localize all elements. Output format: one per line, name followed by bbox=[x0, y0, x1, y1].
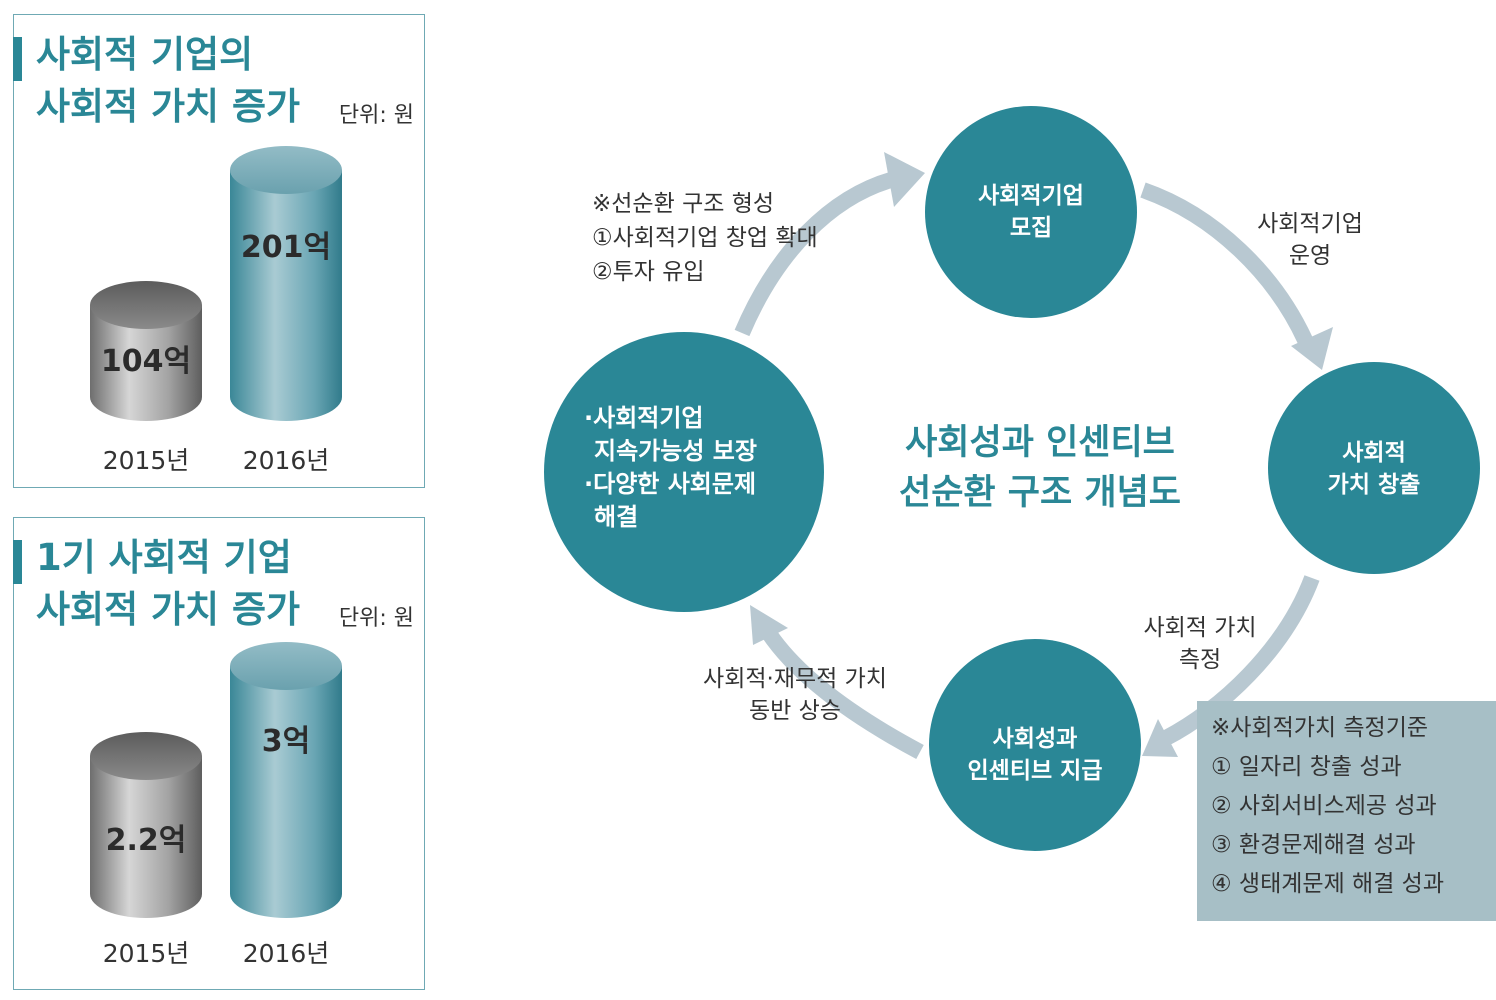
arrow-to-create bbox=[1140, 182, 1313, 344]
virtuous-cycle-note: ※선순환 구조 형성 ①사회적기업 창업 확대 ②투자 유입 bbox=[592, 187, 818, 289]
chart-panel-1: 사회적 기업의 사회적 가치 증가 단위: 원 bbox=[13, 14, 425, 488]
node-create-line1: 사회적 bbox=[1342, 440, 1406, 466]
criteria-item: ④ 생태계문제 해결 성과 bbox=[1211, 871, 1444, 897]
node-recruit bbox=[925, 106, 1137, 318]
node-recruit-line2: 모집 bbox=[1009, 215, 1053, 241]
panel-2-title-line2: 사회적 가치 증가 bbox=[36, 588, 301, 631]
node-sustain-line3: ·다양한 사회문제 bbox=[584, 470, 757, 498]
bar-2015-value: 104억 bbox=[101, 344, 191, 379]
bar-2016-value: 201억 bbox=[241, 230, 331, 265]
node-incentive-label: 사회성과 인센티브 지급 bbox=[935, 723, 1135, 787]
node-create bbox=[1268, 362, 1480, 574]
bar-2015-value: 2.2억 bbox=[106, 823, 187, 858]
panel-1-unit: 단위: 원 bbox=[338, 103, 414, 128]
flow-rise-line1: 사회적·재무적 가치 bbox=[703, 666, 887, 692]
diagram-title: 사회성과 인센티브 선순환 구조 개념도 bbox=[860, 418, 1220, 518]
criteria-box: ※사회적가치 측정기준 ① 일자리 창출 성과 ② 사회서비스제공 성과 ③ 환… bbox=[1197, 701, 1496, 921]
flow-label-rise: 사회적·재무적 가치 동반 상승 bbox=[670, 663, 920, 727]
diagram-title-line2: 선순환 구조 개념도 bbox=[899, 473, 1181, 513]
arrow-to-recruit bbox=[734, 170, 901, 337]
flow-operate-line1: 사회적기업 bbox=[1257, 211, 1363, 237]
arrow-to-incentive bbox=[1162, 575, 1320, 746]
bar-2016-value: 3억 bbox=[262, 724, 310, 759]
note-line3: ②투자 유입 bbox=[592, 259, 705, 285]
criteria-title: ※사회적가치 측정기준 bbox=[1211, 715, 1429, 741]
flow-measure-line1: 사회적 가치 bbox=[1143, 615, 1257, 641]
flow-rise-line2: 동반 상승 bbox=[749, 698, 841, 724]
panel-1-title: 사회적 기업의 사회적 가치 증가 bbox=[36, 29, 300, 133]
flow-label-measure: 사회적 가치 측정 bbox=[1110, 612, 1290, 676]
bar-2015 bbox=[90, 732, 202, 918]
panel-1-title-line2: 사회적 가치 증가 bbox=[36, 85, 301, 128]
node-sustain-label: ·사회적기업 지속가능성 보장 ·다양한 사회문제 해결 bbox=[584, 402, 804, 534]
bar-2016 bbox=[230, 642, 342, 918]
bar-2015 bbox=[90, 281, 202, 421]
year-label-2016: 2016년 bbox=[242, 446, 330, 475]
year-label-2016: 2016년 bbox=[242, 939, 330, 968]
node-incentive bbox=[929, 639, 1141, 851]
arrowhead-sustain bbox=[750, 605, 788, 645]
panel-1-title-line1: 사회적 기업의 bbox=[36, 33, 254, 76]
year-label-2015: 2015년 bbox=[102, 939, 190, 968]
title-marker bbox=[13, 37, 22, 81]
note-line2: ①사회적기업 창업 확대 bbox=[592, 225, 818, 251]
arrow-to-sustain bbox=[761, 627, 924, 760]
panel-2-title-line1: 1기 사회적 기업 bbox=[36, 536, 292, 579]
panel-2-cylinders: 2.2억 3억 bbox=[90, 642, 342, 918]
title-marker bbox=[13, 540, 22, 584]
arrowhead-recruit bbox=[884, 152, 925, 207]
bar-2016 bbox=[230, 146, 342, 421]
criteria-item: ① 일자리 창출 성과 bbox=[1211, 754, 1402, 780]
node-recruit-label: 사회적기업 모집 bbox=[941, 180, 1121, 244]
node-create-line2: 가치 창출 bbox=[1327, 472, 1421, 498]
node-incentive-line1: 사회성과 bbox=[992, 726, 1078, 752]
node-recruit-line1: 사회적기업 bbox=[978, 183, 1084, 209]
flow-measure-line2: 측정 bbox=[1178, 647, 1222, 673]
node-sustain-line1: ·사회적기업 bbox=[584, 404, 704, 432]
node-create-label: 사회적 가치 창출 bbox=[1284, 437, 1464, 501]
flow-label-operate: 사회적기업 운영 bbox=[1220, 208, 1400, 272]
criteria-item: ② 사회서비스제공 성과 bbox=[1211, 793, 1437, 819]
node-sustain-line2: 지속가능성 보장 bbox=[594, 437, 757, 465]
note-line1: ※선순환 구조 형성 bbox=[592, 191, 775, 217]
year-label-2015: 2015년 bbox=[102, 446, 190, 475]
arrowhead-incentive bbox=[1142, 719, 1178, 757]
diagram-title-line1: 사회성과 인센티브 bbox=[905, 423, 1175, 463]
panel-2-title: 1기 사회적 기업 사회적 가치 증가 bbox=[36, 532, 300, 636]
node-sustain-line4: 해결 bbox=[594, 503, 639, 531]
node-sustain bbox=[544, 332, 824, 612]
criteria-item: ③ 환경문제해결 성과 bbox=[1211, 832, 1416, 858]
arrowhead-create bbox=[1291, 327, 1333, 370]
node-incentive-line2: 인센티브 지급 bbox=[967, 758, 1103, 784]
panel-2-unit: 단위: 원 bbox=[338, 606, 414, 631]
panel-1-cylinders: 104억 201억 bbox=[90, 146, 342, 421]
chart-panel-2: 1기 사회적 기업 사회적 가치 증가 단위: 원 2.2억 3억 2015년 … bbox=[13, 517, 425, 990]
flow-operate-line2: 운영 bbox=[1288, 243, 1332, 269]
